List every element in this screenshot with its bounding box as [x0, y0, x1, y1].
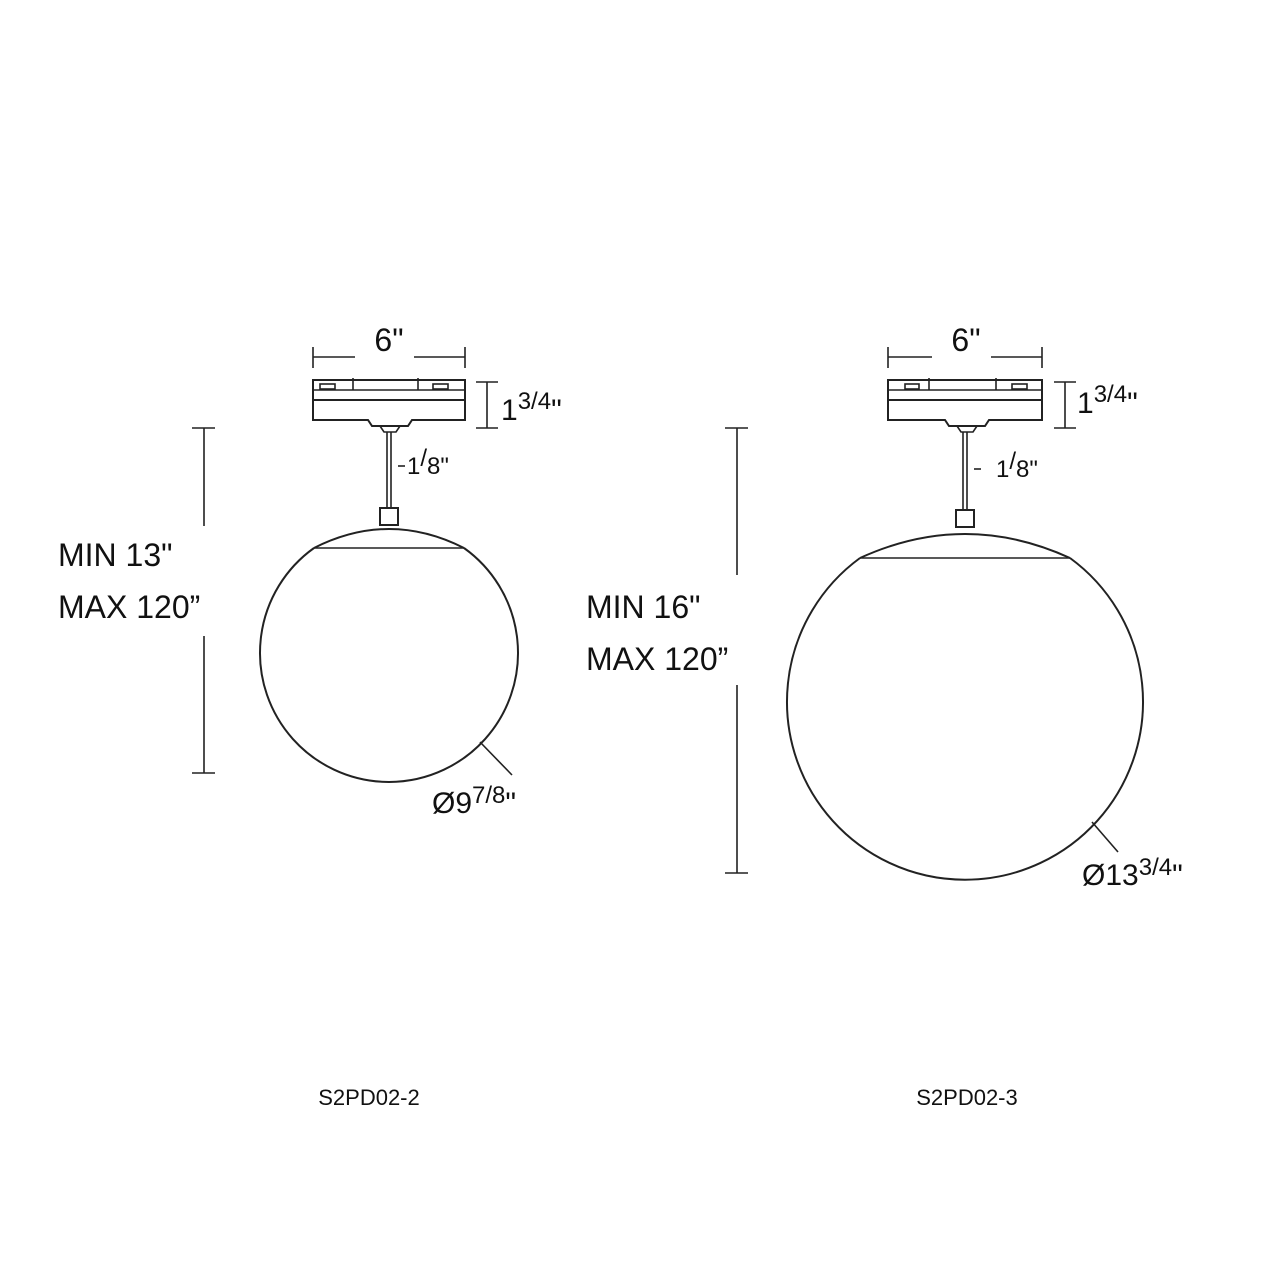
drop-max-label: MAX 120”	[58, 589, 200, 625]
canopy-height-dimension: 13/4"	[1054, 381, 1138, 429]
fixture-s2pd02-3: 6" 13/4" 1/8"	[586, 322, 1183, 1110]
drop-min-label: MIN 13"	[58, 537, 173, 573]
globe-diameter-dimension: Ø133/4"	[1082, 821, 1183, 892]
canopy	[312, 378, 466, 433]
fixture-s2pd02-2: 6" 13/4" 1/8"	[58, 322, 562, 1110]
canopy-height-label: 13/4"	[1077, 381, 1138, 420]
model-number: S2PD02-3	[916, 1085, 1018, 1110]
canopy-width-label: 6"	[951, 322, 980, 358]
globe-diameter-label: Ø97/8"	[432, 782, 516, 820]
stem-label: 1/8"	[996, 448, 1038, 483]
canopy-height-label: 13/4"	[501, 388, 562, 427]
overall-drop-dimension: MIN 13" MAX 120”	[58, 427, 215, 774]
drop-min-label: MIN 16"	[586, 589, 701, 625]
canopy-width-label: 6"	[374, 322, 403, 358]
suspension-stem: 1/8"	[386, 432, 449, 508]
model-number: S2PD02-2	[318, 1085, 420, 1110]
canopy-width-dimension: 6"	[312, 322, 466, 368]
suspension-stem: 1/8"	[962, 432, 1038, 510]
globe	[259, 507, 519, 783]
overall-drop-dimension: MIN 16" MAX 120”	[586, 427, 748, 874]
canopy-height-dimension: 13/4"	[476, 381, 562, 429]
globe	[786, 509, 1144, 881]
canopy-width-dimension: 6"	[887, 322, 1043, 368]
drop-max-label: MAX 120”	[586, 641, 728, 677]
stem-label: 1/8"	[407, 445, 449, 480]
canopy	[887, 378, 1043, 433]
globe-diameter-label: Ø133/4"	[1082, 854, 1183, 892]
globe-diameter-dimension: Ø97/8"	[432, 741, 516, 820]
